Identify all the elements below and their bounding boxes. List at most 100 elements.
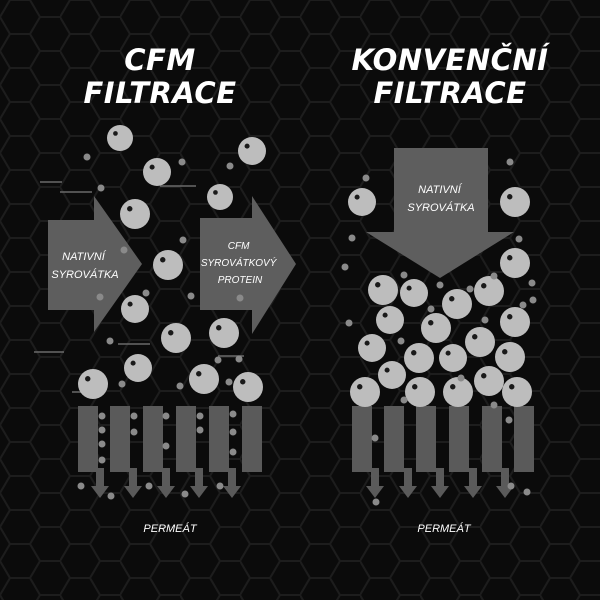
- permeate-arrow-conventional: [399, 468, 417, 498]
- cfm-protein-label-line-2: SYROVÁTKOVÝ: [201, 256, 278, 269]
- permeate-arrow-conventional: [431, 468, 449, 498]
- small-particle: [196, 412, 204, 420]
- protein-particle-highlight: [357, 384, 363, 390]
- small-particle: [400, 396, 408, 404]
- protein-particle: [78, 369, 108, 399]
- protein-particle: [161, 323, 191, 353]
- membrane-bar-cfm: [78, 406, 98, 472]
- small-particle: [372, 498, 380, 506]
- native-whey-label-left-line-2: SYROVÁTKA: [51, 268, 118, 281]
- protein-particle-highlight: [406, 285, 412, 291]
- membrane-bar-conventional: [416, 406, 436, 472]
- protein-particle-highlight: [411, 350, 417, 356]
- membrane-bar-cfm: [242, 406, 262, 472]
- protein-particle: [439, 344, 467, 372]
- small-particle: [98, 426, 106, 434]
- small-particle: [515, 235, 523, 243]
- protein-particle: [350, 377, 380, 407]
- small-particle: [505, 416, 513, 424]
- small-particle: [77, 482, 85, 490]
- conventional-title-line-1: KONVENČNÍ: [351, 43, 549, 77]
- small-particle: [348, 234, 356, 242]
- native-whey-arrow-down: [366, 148, 514, 278]
- protein-particle-highlight: [428, 320, 434, 326]
- membrane-bar-conventional: [449, 406, 469, 472]
- membrane-bar-conventional: [514, 406, 534, 472]
- small-particle: [83, 153, 91, 161]
- cfm-protein-label: CFM SYROVÁTKOVÝ PROTEIN: [201, 241, 279, 286]
- small-particle: [345, 319, 353, 327]
- cfm-title-line-1: CFM: [124, 43, 196, 77]
- protein-particle-highlight: [507, 314, 513, 320]
- protein-particle-highlight: [85, 376, 91, 382]
- protein-particle: [465, 327, 495, 357]
- small-particle: [145, 482, 153, 490]
- protein-particle: [107, 125, 133, 151]
- small-particle: [142, 289, 150, 297]
- small-particle: [519, 301, 527, 309]
- protein-particle: [500, 187, 530, 217]
- small-particle: [96, 293, 104, 301]
- protein-particle-highlight: [412, 384, 418, 390]
- protein-particle-highlight: [481, 283, 487, 289]
- protein-particle-highlight: [127, 301, 133, 307]
- protein-particle-highlight: [481, 373, 487, 379]
- protein-particle: [500, 248, 530, 278]
- native-whey-arrow-left: [48, 196, 142, 332]
- protein-particle: [378, 361, 406, 389]
- protein-particle-highlight: [354, 194, 360, 200]
- small-particle: [214, 356, 222, 364]
- protein-particle: [474, 366, 504, 396]
- protein-particle: [124, 354, 152, 382]
- protein-particle-highlight: [244, 143, 250, 149]
- permeate-arrow-cfm: [91, 468, 109, 498]
- membrane-bar-conventional: [352, 406, 372, 472]
- protein-particle: [238, 137, 266, 165]
- protein-particle: [348, 188, 376, 216]
- protein-particle-highlight: [213, 190, 218, 195]
- small-particle: [490, 272, 498, 280]
- particles: [77, 125, 537, 506]
- small-particle: [523, 488, 531, 496]
- protein-particle-highlight: [382, 312, 388, 318]
- small-particle: [162, 412, 170, 420]
- protein-particle-highlight: [240, 379, 246, 385]
- protein-particle: [421, 313, 451, 343]
- small-particle: [229, 448, 237, 456]
- flow-lines: [34, 181, 244, 393]
- flow-arrows: [48, 148, 514, 334]
- small-particle: [481, 316, 489, 324]
- native-whey-label-left-line-1: NATIVNÍ: [62, 250, 107, 263]
- small-particle: [507, 482, 515, 490]
- small-particle: [187, 292, 195, 300]
- protein-particle: [474, 276, 504, 306]
- cfm-protein-output-arrow: [200, 196, 296, 334]
- protein-particle: [405, 377, 435, 407]
- protein-particle: [502, 377, 532, 407]
- permeate-arrow-cfm: [190, 468, 208, 498]
- native-whey-label-right-line-2: SYROVÁTKA: [407, 201, 474, 214]
- small-particle: [229, 428, 237, 436]
- protein-particle-highlight: [127, 206, 133, 212]
- conventional-filtration-title: KONVENČNÍ FILTRACE: [320, 44, 580, 110]
- small-particle: [97, 184, 105, 192]
- permeate-arrow-conventional: [366, 468, 384, 498]
- protein-particle: [358, 334, 386, 362]
- permeate-label-right: PERMEÁT: [417, 522, 471, 535]
- small-particle: [400, 271, 408, 279]
- small-particle: [226, 162, 234, 170]
- permeate-arrow-conventional: [464, 468, 482, 498]
- small-particle: [98, 412, 106, 420]
- protein-particle: [207, 184, 233, 210]
- small-particle: [118, 380, 126, 388]
- protein-particle: [500, 307, 530, 337]
- protein-particle-highlight: [113, 131, 118, 136]
- cfm-protein-label-line-1: CFM: [228, 241, 250, 252]
- membrane-bar-cfm: [209, 406, 229, 472]
- small-particle: [176, 382, 184, 390]
- protein-particle-highlight: [472, 334, 478, 340]
- protein-particle-highlight: [445, 350, 451, 356]
- small-particle: [362, 174, 370, 182]
- protein-particle: [376, 306, 404, 334]
